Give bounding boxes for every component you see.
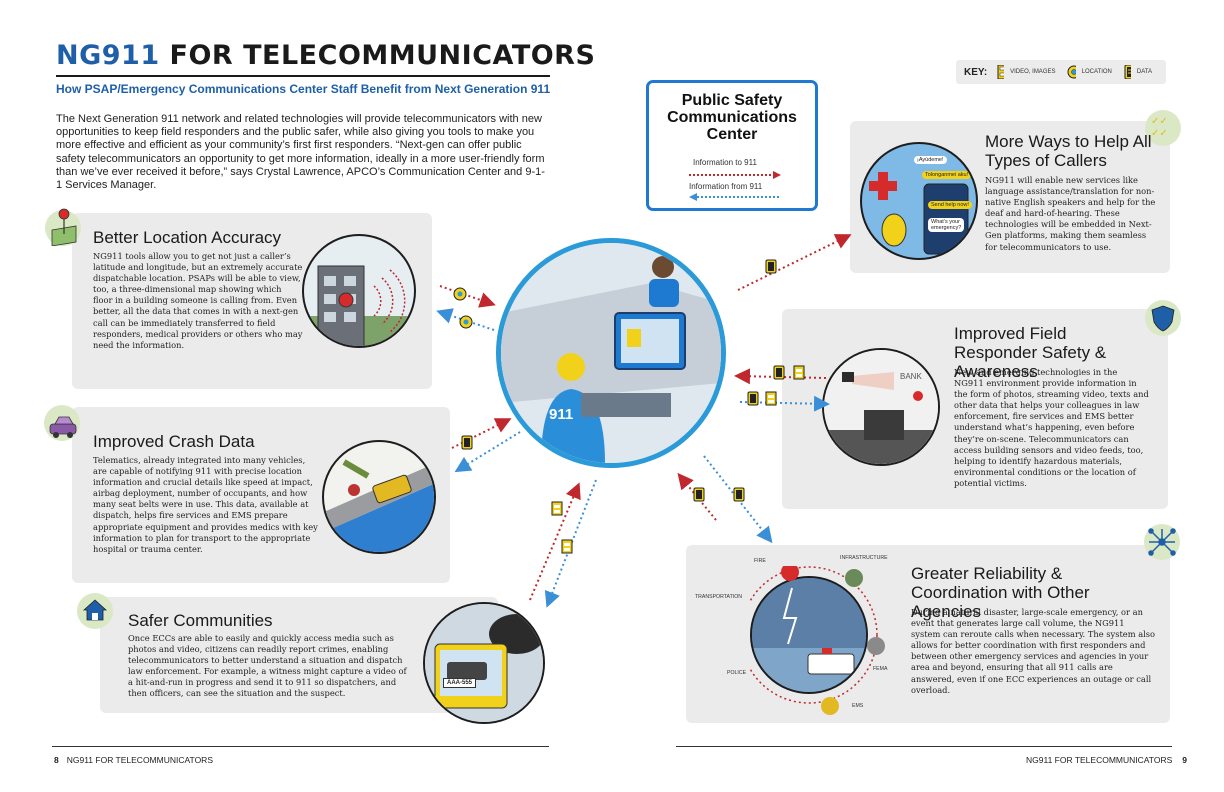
page-number-right: 9 [1182, 755, 1187, 765]
agency-ring [750, 566, 885, 715]
body-crash: Telematics, already integrated into many… [93, 455, 318, 554]
dispatcher-illustration [501, 243, 721, 463]
license-plate: AAA-555 [443, 678, 477, 688]
heading-responder: Improved Field Responder Safety & Awaren… [954, 324, 1107, 381]
footer-right: NG911 FOR TELECOMMUNICATORS 9 [1026, 755, 1187, 765]
svg-text:✓✓: ✓✓ [1151, 116, 1168, 127]
arrow-reliability-to [677, 472, 717, 521]
body-reliability: During a natural disaster, large-scale e… [911, 607, 1156, 695]
data-document-icon [1124, 65, 1131, 79]
arrow-location-to [439, 285, 496, 308]
caption-fire: FIRE [754, 558, 766, 564]
data-document-icon [733, 487, 745, 502]
arrow-crash-from [454, 431, 521, 473]
body-location: NG911 tools allow you to get not just a … [93, 251, 303, 350]
heading-crash: Improved Crash Data [93, 432, 255, 451]
film-strip-icon [997, 65, 1005, 79]
building-vignette [302, 234, 416, 348]
arrow-communities-to [529, 482, 581, 601]
location-pin-icon [453, 287, 467, 301]
caption-fema: FEMA [873, 666, 888, 672]
footer-left: 8 NG911 FOR TELECOMMUNICATORS [54, 755, 213, 765]
bank-sign: BANK [900, 372, 922, 381]
film-strip-icon [551, 501, 563, 516]
data-document-icon [765, 259, 777, 274]
psc-title: Public Safety Communications Center [667, 92, 797, 143]
body-callers: NG911 will enable new services like lang… [985, 175, 1156, 252]
body-responder: New and emerging technologies in the NG9… [954, 367, 1149, 488]
film-strip-icon [765, 391, 777, 406]
bank-illustration [824, 350, 938, 464]
key-location-label: LOCATION [1081, 69, 1112, 75]
arrow-crash-to [451, 418, 512, 449]
data-document-icon [461, 435, 473, 450]
legend-key: KEY: VIDEO, IMAGES LOCATION DATA [956, 60, 1166, 84]
red-arrow-icon [689, 171, 781, 179]
speech-bubble-3: Send help now! [928, 201, 972, 209]
footer-rule-left [52, 746, 549, 747]
speech-bubble-1: ¡Ayúdeme! [914, 156, 947, 164]
title-rest: FOR TELECOMMUNICATORS [169, 40, 596, 71]
shield-icon [1151, 305, 1175, 332]
callers-vignette: ¡Ayúdeme! Tolonganmei aku! Send help now… [860, 142, 978, 260]
data-document-icon [747, 391, 759, 406]
arrow-reliability-from [703, 455, 773, 544]
caption-police: POLICE [727, 670, 747, 676]
building-illustration [304, 265, 414, 346]
hit-and-run-vignette: AAA-555 [423, 602, 545, 724]
crash-vignette [322, 440, 436, 554]
heading-reliability: Greater Reliability & Coordination with … [911, 564, 1090, 621]
caption-transportation: TRANSPORTATION [695, 594, 742, 600]
film-strip-icon [561, 539, 573, 554]
heading-communities: Safer Communities [128, 611, 273, 630]
check-badge [1145, 110, 1181, 146]
arrow-callers-to [737, 234, 852, 291]
caption-infrastructure: INFRASTRUCTURE [840, 555, 888, 561]
psc-info-box: Public Safety Communications Center Info… [646, 80, 818, 211]
title-accent: NG911 [56, 40, 160, 71]
dispatcher-shirt-label: 911 [549, 406, 574, 423]
page-title: NG911 FOR TELECOMMUNICATORS [56, 40, 595, 71]
footer-left-text: NG911 FOR TELECOMMUNICATORS [66, 755, 213, 765]
info-from-911-label: Information from 911 [689, 182, 763, 191]
bank-vignette: BANK [822, 348, 940, 466]
dispatch-center-hub: 911 [496, 238, 726, 468]
house-icon [82, 599, 108, 621]
arrow-location-from [436, 308, 495, 331]
crash-illustration [324, 459, 434, 552]
key-video-label: VIDEO, IMAGES [1010, 69, 1056, 75]
speech-bubble-4: What’s your emergency? [928, 218, 964, 232]
heading-callers: More Ways to Help All Types of Callers [985, 132, 1152, 170]
heading-location: Better Location Accuracy [93, 228, 282, 247]
page-number-left: 8 [54, 755, 59, 765]
footer-right-text: NG911 FOR TELECOMMUNICATORS [1026, 755, 1173, 765]
crash-car-icon [49, 416, 77, 438]
caption-ems: EMS [852, 703, 864, 709]
key-data-label: DATA [1136, 69, 1152, 75]
witness-phone-illustration [425, 604, 543, 722]
subtitle: How PSAP/Emergency Communications Center… [56, 82, 551, 96]
location-pin-icon [459, 315, 473, 329]
key-label: KEY: [964, 66, 988, 78]
blue-arrow-icon [689, 193, 781, 201]
map-pin-icon [51, 208, 77, 246]
svg-text:✓✓: ✓✓ [1151, 128, 1168, 139]
disaster-vignette [750, 576, 868, 694]
title-rule [56, 75, 550, 77]
info-to-911-label: Information to 911 [693, 158, 757, 167]
data-document-icon [693, 487, 705, 502]
checklist-icon: ✓✓✓✓ [1151, 116, 1168, 139]
intro-paragraph: The Next Generation 911 network and rela… [56, 113, 545, 192]
network-icon [1148, 528, 1176, 556]
location-pin-icon [1067, 65, 1076, 79]
body-communities: Once ECCs are able to easily and quickly… [128, 633, 407, 699]
arrow-communities-from [544, 479, 597, 608]
footer-rule-right [676, 746, 1172, 747]
speech-bubble-2: Tolonganmei aku! [922, 171, 972, 179]
